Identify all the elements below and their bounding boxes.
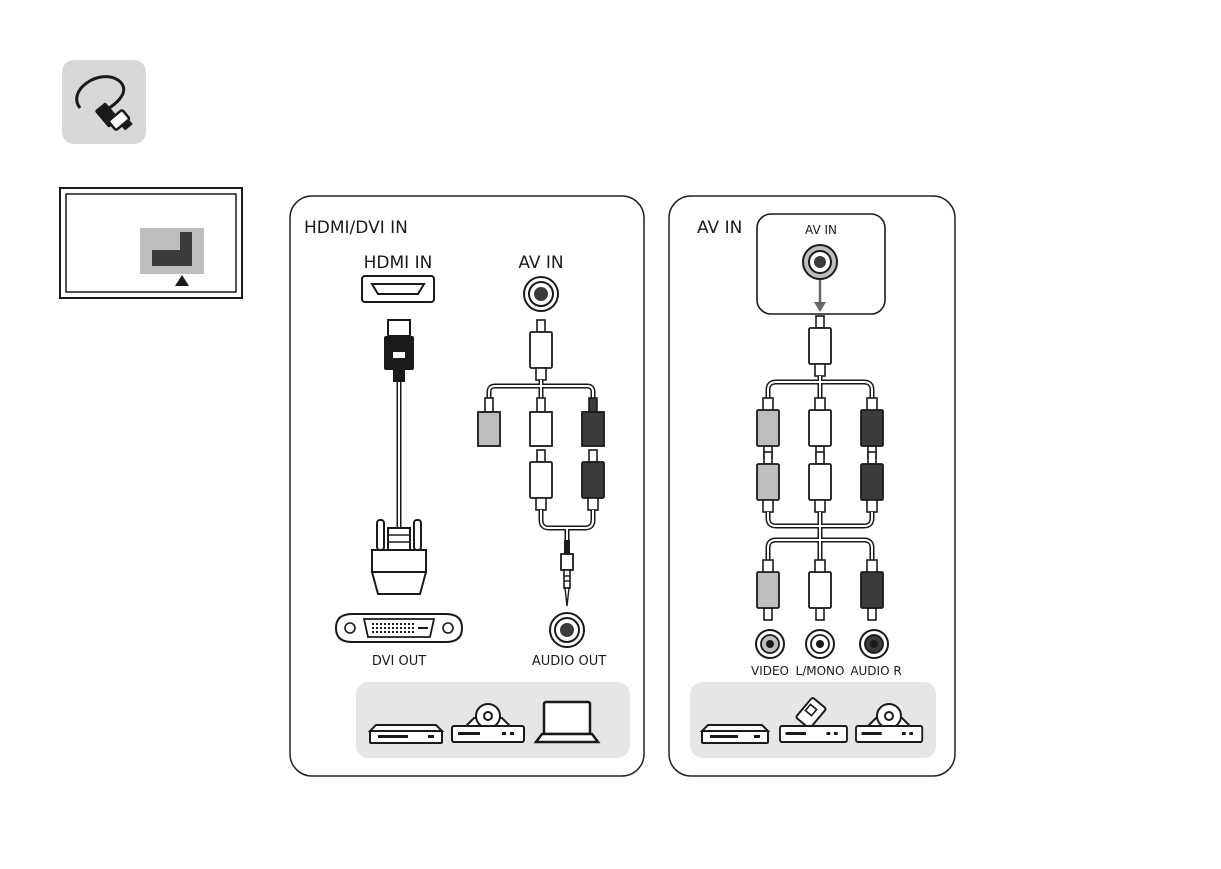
- hdmi-port-icon: [362, 276, 434, 302]
- audio-r-label: AUDIO R: [850, 664, 901, 678]
- hdmi-panel-title: HDMI/DVI IN: [304, 218, 408, 238]
- dvi-port-icon: [336, 614, 462, 642]
- av-in-jack-icon: [524, 277, 558, 311]
- cable-plug-icon: [62, 60, 146, 144]
- hdmi-in-label: HDMI IN: [364, 253, 433, 273]
- set-top-box-icon: [370, 725, 442, 743]
- av-panel-title: AV IN: [697, 218, 742, 238]
- audio-r-jack-icon: [860, 630, 888, 658]
- audio-out-jack-icon: [550, 613, 584, 647]
- video-jack-icon: [756, 630, 784, 658]
- laptop-icon: [536, 702, 598, 742]
- video-label: VIDEO: [751, 664, 789, 678]
- av-in-callout-jack-icon: [803, 245, 837, 279]
- av-in-callout-label: AV IN: [805, 223, 837, 237]
- hdmi-dvi-panel: [290, 196, 644, 776]
- av-in-panel: [669, 196, 955, 776]
- audio-l-jack-icon: [806, 630, 834, 658]
- dvi-plug-icon: [372, 520, 426, 594]
- l-mono-label: L/MONO: [796, 664, 845, 678]
- av-in-label: AV IN: [518, 253, 563, 273]
- tv-back-panel-icon: [60, 188, 242, 298]
- audio-out-label: AUDIO OUT: [532, 654, 606, 669]
- dvi-out-label: DVI OUT: [372, 654, 426, 669]
- set-top-box-icon: [702, 725, 768, 743]
